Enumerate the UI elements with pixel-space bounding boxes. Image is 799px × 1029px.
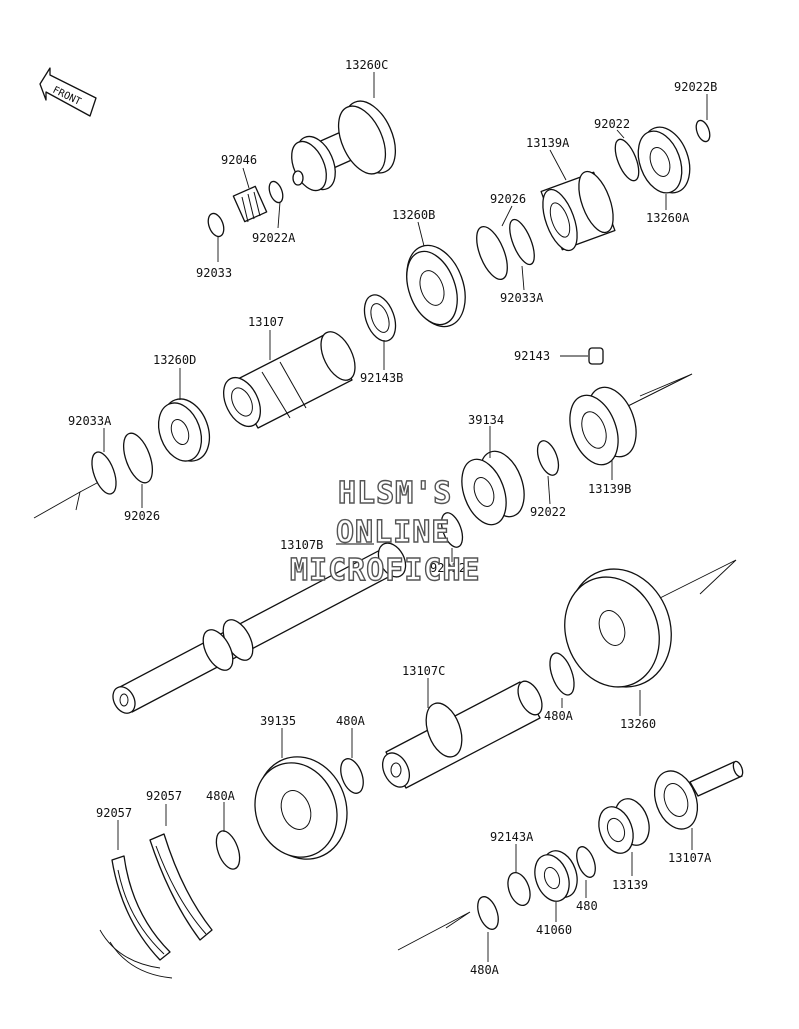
- part-label-92033: 92033: [196, 266, 232, 280]
- needle-bearing-92046: [232, 185, 268, 223]
- watermark: HLSM'S ONLINE MICROFICHE: [289, 475, 481, 588]
- part-label-480a-mid: 480A: [336, 714, 366, 728]
- washer-480a-left: [215, 830, 241, 870]
- part-label-92057-a: 92057: [96, 806, 132, 820]
- washer-92022b: [695, 119, 711, 143]
- watermark-line-3: MICROFICHE: [290, 553, 481, 588]
- circlip-92033: [207, 212, 225, 238]
- part-label-480a-bottom: 480A: [470, 963, 500, 977]
- shaft-13107c: [381, 680, 543, 789]
- shift-gear-13139a: [540, 170, 616, 252]
- part-label-39135: 39135: [260, 714, 296, 728]
- part-label-13107: 13107: [248, 315, 284, 329]
- part-label-13107b: 13107B: [280, 538, 323, 552]
- gear-13260a: [637, 126, 691, 194]
- main-shaft-13107b: [112, 542, 407, 714]
- shift-sleeve-13139: [598, 798, 650, 854]
- front-arrow-icon: FRONT: [39, 67, 97, 117]
- part-label-92022a: 92022A: [252, 231, 296, 245]
- part-label-92022: 92022: [594, 117, 630, 131]
- washer-92026-top: [476, 226, 508, 280]
- part-label-480a-left: 480A: [206, 789, 236, 803]
- part-label-39134: 39134: [468, 413, 504, 427]
- part-label-92022b: 92022B: [674, 80, 717, 94]
- washer-92022: [614, 138, 640, 182]
- washer-92022a: [268, 180, 284, 204]
- part-label-92046: 92046: [221, 153, 257, 167]
- gear-13260b: [406, 244, 466, 328]
- gear-39134: [461, 450, 525, 526]
- leader-lines: [103, 72, 708, 962]
- part-label-92143a: 92143A: [490, 830, 534, 844]
- chain-92057-b: [149, 833, 213, 941]
- part-label-13107c: 13107C: [402, 664, 445, 678]
- gear-13260d: [157, 398, 211, 462]
- part-labels: 13260C 92022B 92046 92022 13139A 92022A …: [68, 58, 717, 977]
- part-label-480a-right: 480A: [544, 709, 574, 723]
- gear-39135: [254, 756, 348, 860]
- part-label-41060: 41060: [536, 923, 572, 937]
- part-label-92033a-left: 92033A: [68, 414, 112, 428]
- part-label-13260: 13260: [620, 717, 656, 731]
- washer-480a-right: [549, 652, 575, 696]
- part-label-92143: 92143: [514, 349, 550, 363]
- part-label-92033a-top: 92033A: [500, 291, 544, 305]
- hub-41060: [534, 850, 578, 902]
- bushing-92143b: [363, 294, 397, 342]
- part-label-13139a: 13139A: [526, 136, 570, 150]
- part-label-13139: 13139: [612, 878, 648, 892]
- part-label-13260b: 13260B: [392, 208, 435, 222]
- circlip-92033a-top: [509, 218, 535, 266]
- chain-92057-a: [111, 855, 171, 961]
- part-label-92143b: 92143B: [360, 371, 403, 385]
- part-label-92026-top: 92026: [490, 192, 526, 206]
- part-label-13260a: 13260A: [646, 211, 690, 225]
- gear-13260: [564, 568, 672, 688]
- splined-shaft-13107: [223, 331, 356, 429]
- washer-92026-left: [122, 432, 154, 484]
- gear-shaft-13260c: [291, 100, 397, 192]
- bushing-92143a: [507, 872, 531, 906]
- circlip-92033a-left: [91, 451, 117, 495]
- part-label-13139b: 13139B: [588, 482, 631, 496]
- washer-480a-mid: [340, 758, 364, 794]
- output-shaft-13107a: [653, 760, 744, 830]
- part-label-13260c: 13260C: [345, 58, 388, 72]
- washer-92022-mid: [536, 440, 560, 476]
- washer-480: [576, 846, 596, 878]
- watermark-line-2: ONLINE: [336, 515, 450, 550]
- part-label-13260d: 13260D: [153, 353, 196, 367]
- shift-gear-13139b: [569, 386, 637, 466]
- part-label-13107a: 13107A: [668, 851, 712, 865]
- part-label-480: 480: [576, 899, 598, 913]
- washer-92022-low: [440, 512, 464, 548]
- washer-480a-bottom: [477, 896, 499, 930]
- watermark-line-1: HLSM'S: [338, 476, 452, 511]
- bushing-92143: [588, 347, 604, 365]
- part-label-92057-b: 92057: [146, 789, 182, 803]
- part-label-92022-mid: 92022: [530, 505, 566, 519]
- part-label-92022-low: 92022: [430, 561, 466, 575]
- part-label-92026-left: 92026: [124, 509, 160, 523]
